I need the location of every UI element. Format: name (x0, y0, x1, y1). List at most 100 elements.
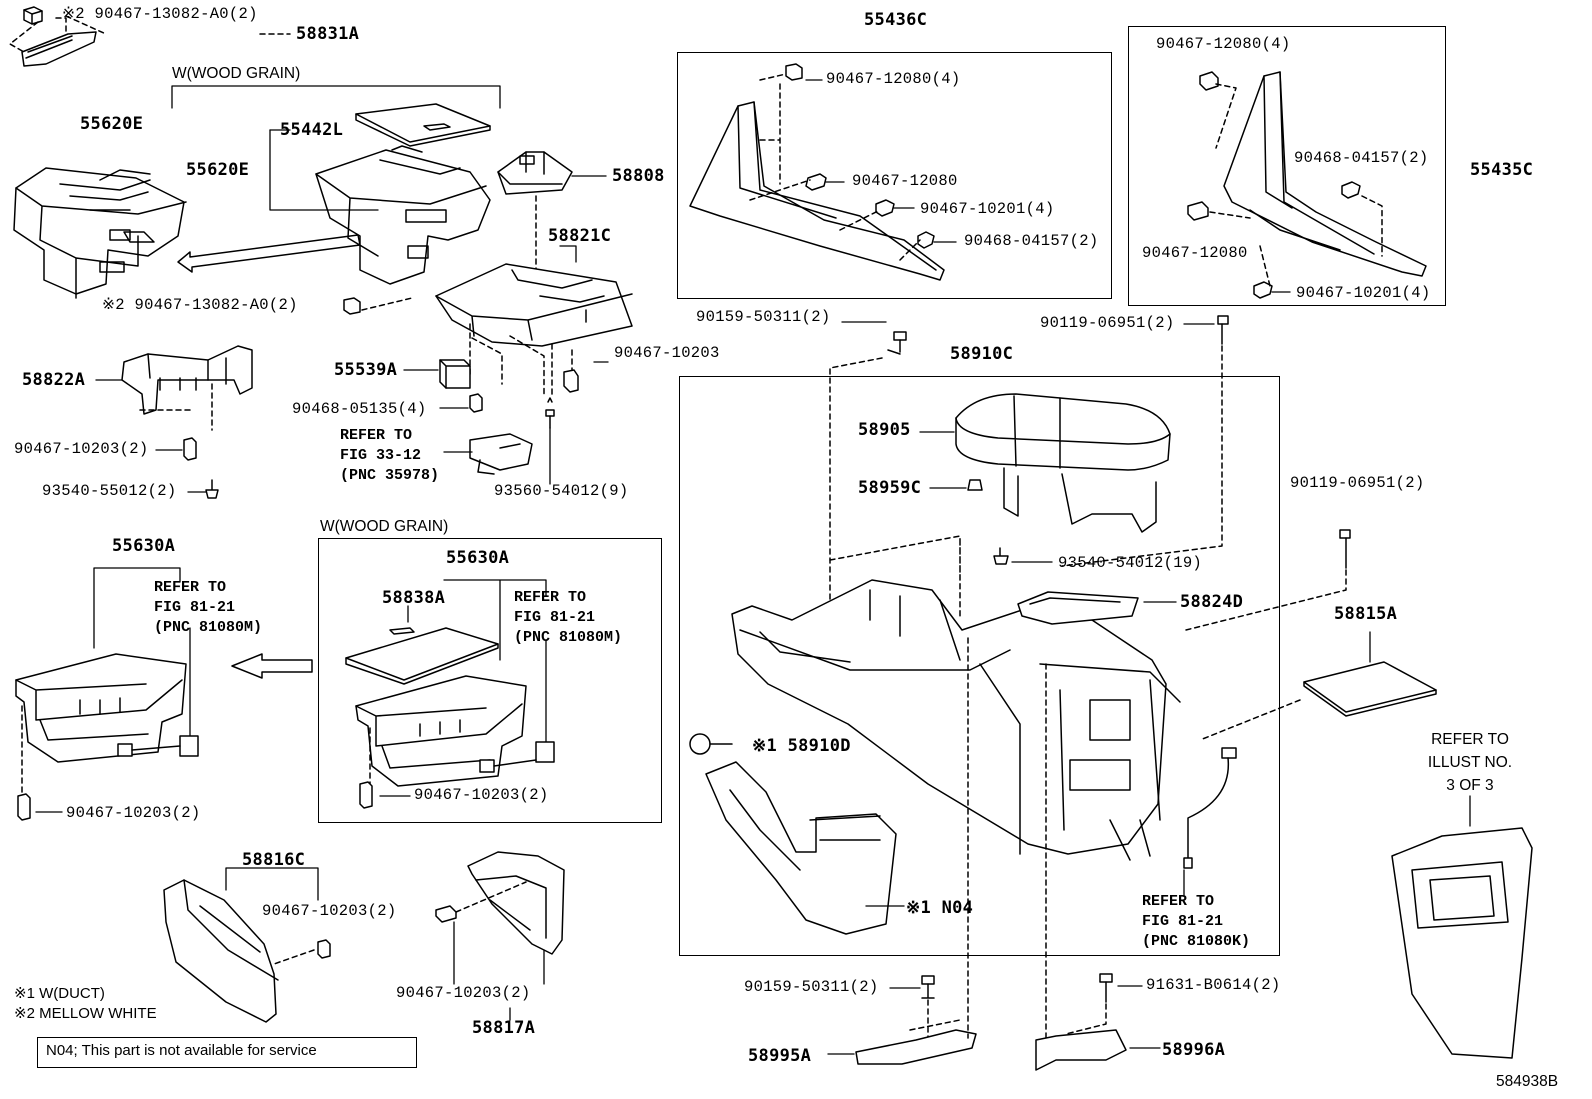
clip-90467-10203-icon (317, 939, 331, 959)
refer-to-fig-81-21-m: REFER TO FIG 81-21 (PNC 81080M) (154, 579, 263, 636)
part-label: 55620E (80, 114, 144, 134)
clip-90468-04157-icon (1341, 181, 1361, 199)
part-label: 93560-54012(9) (494, 482, 629, 500)
part-label: 58817A (472, 1018, 536, 1038)
screw-93560-54012-icon (545, 397, 555, 429)
part-label: ※2 90467-13082-A0(2) (102, 296, 298, 314)
part-label: 90119-06951(2) (1290, 474, 1425, 492)
glove-box-55630a-icon (15, 653, 187, 763)
part-label: 90159-50311(2) (744, 978, 879, 996)
clip-90467-10203-icon (17, 793, 31, 821)
clip-90467-12080-icon (1187, 201, 1209, 221)
harness-81080m-icon (117, 735, 199, 757)
screw-93540-55012-icon (205, 479, 219, 499)
wood-grain-label: W(WOOD GRAIN) (172, 65, 301, 82)
part-label: 55435C (1470, 160, 1534, 180)
part-label: 90467-10203(2) (414, 786, 549, 804)
part-label: 90468-04157(2) (1294, 149, 1429, 167)
part-label: 90467-10203 (614, 344, 720, 362)
lid-55442l-icon (355, 103, 491, 147)
console-box-58910c-icon (731, 579, 1181, 861)
part-label: 91631-B0614(2) (1146, 976, 1281, 994)
clip-90467-10203-icon (183, 437, 197, 461)
part-label: ※2 90467-13082-A0(2) (62, 5, 258, 23)
part-label: 58815A (1334, 604, 1398, 624)
plug-58910d-icon (689, 733, 733, 755)
part-label: 58959C (858, 478, 922, 498)
part-label: 55630A (446, 548, 510, 568)
part-label: 58831A (296, 24, 360, 44)
part-label: 90467-10201(4) (1296, 284, 1431, 302)
clip-90467-10203-icon (563, 369, 579, 393)
direction-arrow-icon (177, 234, 361, 273)
lower-panel-58816c-icon (163, 879, 279, 1023)
diagram-id: 584938B (1496, 1073, 1559, 1090)
clip-90467-12080-icon (785, 63, 803, 81)
part-label: 55436C (864, 10, 928, 30)
part-label: 90467-12080 (852, 172, 958, 190)
clip-90467-10203-icon (359, 781, 373, 809)
clip-90467-13082-icon (343, 297, 361, 315)
part-label: 58905 (858, 420, 911, 440)
leader-lines (9, 17, 291, 53)
clip-90467-12080-icon (805, 173, 827, 191)
part-label: 90468-05135(4) (292, 400, 427, 418)
part-label: 55442L (280, 120, 344, 140)
part-label: 90467-12080 (1142, 244, 1248, 262)
part-label: 90467-10203(2) (66, 804, 201, 822)
screw-93540-54012-icon (993, 547, 1009, 565)
bracket-55539a-icon (439, 359, 471, 389)
part-label: 58995A (748, 1046, 812, 1066)
group-box-wood-grain (318, 538, 662, 823)
lid-58838a-icon (345, 627, 499, 685)
part-label: 93540-54012(19) (1058, 554, 1203, 572)
duct-n04-icon (705, 761, 897, 935)
part-label: 58838A (382, 588, 446, 608)
bolt-91631-b0614-icon (1099, 973, 1113, 1003)
bolt-90159-50311-icon (921, 975, 935, 999)
n04-note-text: N04; This part is not available for serv… (46, 1042, 317, 1059)
bracket-58995a-icon (855, 1029, 977, 1065)
part-label: 90467-12080(4) (1156, 35, 1291, 53)
part-label: 90467-10203(2) (262, 902, 397, 920)
bracket-58822a-icon (121, 345, 253, 415)
cupholder-55620e-left-icon (13, 167, 187, 299)
refer-to-fig-81-21-k: REFER TO FIG 81-21 (PNC 81080K) (1142, 893, 1251, 950)
clip-90467-10203-icon (435, 905, 457, 923)
part-label: 90467-10203(2) (14, 440, 149, 458)
rear-panel-icon (1391, 827, 1533, 1059)
wood-grain-label: W(WOOD GRAIN) (320, 518, 449, 535)
clip-58831a-icon (23, 6, 43, 25)
glove-box-55630a-wood-icon (355, 675, 527, 787)
harness-81080k-icon (1183, 747, 1237, 869)
group-box-58910c (679, 376, 1280, 956)
part-label: 58808 (612, 166, 665, 186)
armrest-58905-icon (955, 393, 1171, 533)
side-panel-55436c-icon (689, 101, 945, 281)
part-label: 90468-04157(2) (964, 232, 1099, 250)
part-label: 90119-06951(2) (1040, 314, 1175, 332)
part-label: 93540-55012(2) (42, 482, 177, 500)
lower-panel-58817a-icon (467, 851, 565, 955)
tray-58824d-icon (1017, 591, 1139, 625)
part-label: 55539A (334, 360, 398, 380)
direction-arrow-icon (231, 653, 313, 679)
part-label: 58824D (1180, 592, 1244, 612)
switch-35978-icon (469, 433, 533, 475)
part-label: 90467-12080(4) (826, 70, 961, 88)
mat-58815a-icon (1303, 661, 1437, 717)
part-label: 58910C (950, 344, 1014, 364)
part-label: 58816C (242, 850, 306, 870)
bolt-90119-06951-icon (1217, 315, 1229, 345)
refer-to-illust-3-of-3: REFER TO ILLUST NO. 3 OF 3 (1427, 731, 1513, 794)
bolt-90159-50311-icon (887, 331, 907, 355)
part-label: 58821C (548, 226, 612, 246)
part-label: 90467-10201(4) (920, 200, 1055, 218)
clip-90467-10201-icon (1253, 281, 1273, 299)
harness-81080m-wood-icon (479, 741, 555, 773)
shift-boot-58808-icon (497, 151, 573, 195)
clip-90468-04157-icon (917, 231, 935, 249)
clip-90467-12080-icon (1199, 71, 1219, 91)
